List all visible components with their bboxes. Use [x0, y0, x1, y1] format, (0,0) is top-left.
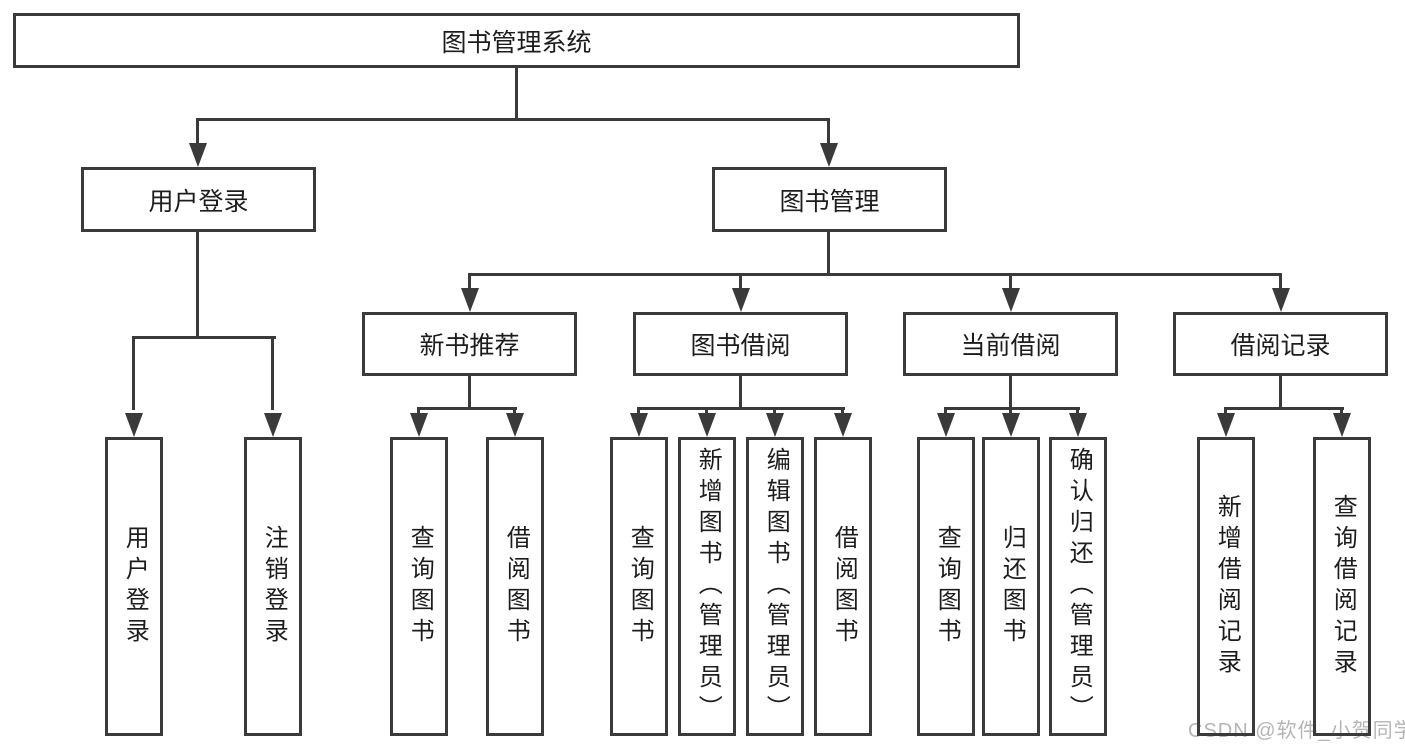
connector-vline [827, 118, 830, 146]
arrowhead-down-icon [1272, 288, 1290, 312]
node-user-login: 用户登录 [81, 167, 316, 232]
node-borrow-records: 借阅记录 [1173, 312, 1388, 376]
node-new-book-recommend: 新书推荐 [362, 312, 577, 376]
connector-vline [841, 407, 844, 417]
connector-vline [132, 336, 135, 410]
leaf-edit-book-admin: 编辑图书（管理员） [746, 437, 804, 736]
leaf-query-borrow-record: 查询借阅记录 [1313, 437, 1371, 736]
leaf-return-book: 归还图书 [982, 437, 1040, 736]
connector-vline [1009, 273, 1012, 293]
arrowhead-down-icon [834, 413, 852, 437]
leaf-add-borrow-record: 新增借阅记录 [1197, 437, 1255, 736]
leaf-query-books-recommend: 查询图书 [390, 437, 448, 736]
connector-vline [827, 230, 830, 273]
arrowhead-down-icon [264, 413, 282, 437]
leaf-query-books-current: 查询图书 [917, 437, 975, 736]
arrowhead-down-icon [1333, 413, 1351, 437]
connector-hline [196, 118, 830, 121]
connector-vline [515, 66, 518, 118]
connector-hline [1224, 407, 1344, 410]
connector-vline [468, 374, 471, 407]
watermark: CSDN @软件_小贺同学 [1188, 720, 1405, 742]
arrowhead-down-icon [937, 413, 955, 437]
connector-vline [196, 118, 199, 146]
leaf-logout: 注销登录 [244, 437, 302, 736]
connector-vline [705, 407, 708, 417]
connector-vline [1224, 407, 1227, 417]
connector-hline [417, 407, 517, 410]
node-book-borrow: 图书借阅 [633, 312, 848, 376]
connector-vline [196, 230, 199, 336]
arrowhead-down-icon [410, 413, 428, 437]
arrowhead-down-icon [1217, 413, 1235, 437]
leaf-user-login: 用户登录 [105, 437, 163, 736]
connector-vline [739, 374, 742, 407]
connector-vline [468, 273, 471, 293]
arrowhead-down-icon [189, 143, 207, 167]
leaf-add-book-admin: 新增图书（管理员） [678, 437, 736, 736]
node-current-borrow: 当前借阅 [903, 312, 1118, 376]
connector-vline [1009, 407, 1012, 417]
leaf-query-books-borrow: 查询图书 [610, 437, 668, 736]
leaf-borrow-books-recommend: 借阅图书 [486, 437, 544, 736]
arrowhead-down-icon [506, 413, 524, 437]
arrowhead-down-icon [461, 288, 479, 312]
connector-vline [637, 407, 640, 417]
connector-vline [1076, 407, 1079, 417]
connector-vline [271, 336, 274, 410]
leaf-borrow-books: 借阅图书 [814, 437, 872, 736]
connector-hline [132, 336, 276, 339]
arrowhead-down-icon [732, 288, 750, 312]
connector-vline [513, 407, 516, 417]
connector-hline [637, 407, 845, 410]
connector-vline [1279, 374, 1282, 407]
arrowhead-down-icon [698, 413, 716, 437]
connector-vline [773, 407, 776, 417]
connector-vline [1279, 273, 1282, 293]
connector-vline [417, 407, 420, 417]
node-book-management: 图书管理 [712, 167, 947, 232]
node-library-system: 图书管理系统 [13, 13, 1020, 68]
arrowhead-down-icon [630, 413, 648, 437]
connector-vline [944, 407, 947, 417]
arrowhead-down-icon [1069, 413, 1087, 437]
arrowhead-down-icon [1002, 288, 1020, 312]
arrowhead-down-icon [125, 413, 143, 437]
arrowhead-down-icon [1002, 413, 1020, 437]
connector-hline [944, 407, 1080, 410]
leaf-confirm-return-admin: 确认归还（管理员） [1049, 437, 1107, 736]
connector-vline [1009, 374, 1012, 407]
connector-vline [739, 273, 742, 293]
arrowhead-down-icon [820, 143, 838, 167]
connector-hline [468, 273, 1282, 276]
arrowhead-down-icon [766, 413, 784, 437]
connector-vline [1340, 407, 1343, 417]
